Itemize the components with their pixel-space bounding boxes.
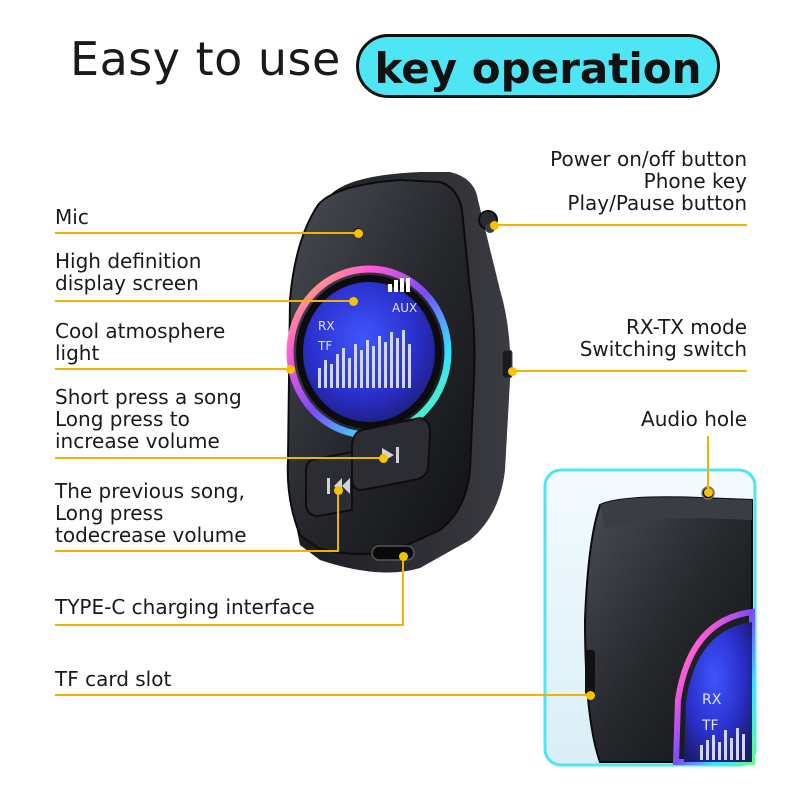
leader-dot-prev bbox=[334, 486, 343, 495]
screen-spectrum-bars bbox=[318, 330, 411, 388]
leader-prev-vertical bbox=[337, 490, 339, 552]
inset-tf-slot bbox=[585, 650, 595, 695]
label-prev-2: Long press bbox=[55, 501, 164, 525]
leader-dot-display bbox=[349, 297, 358, 306]
label-next-1: Short press a song bbox=[55, 385, 242, 409]
leader-dot-next bbox=[379, 454, 388, 463]
label-next-3: increase volume bbox=[55, 429, 220, 453]
leader-prev bbox=[55, 550, 338, 552]
title-highlight-text: key operation bbox=[374, 44, 702, 93]
label-mic: Mic bbox=[55, 205, 89, 229]
label-power-1: Power on/off button bbox=[550, 147, 747, 171]
label-mode-2: Switching switch bbox=[579, 337, 747, 361]
label-power-3: Play/Pause button bbox=[567, 191, 747, 215]
label-light-1: Cool atmosphere bbox=[55, 319, 226, 343]
leader-tf bbox=[55, 694, 590, 696]
label-mode-1: RX-TX mode bbox=[626, 315, 747, 339]
label-next-2: Long press to bbox=[55, 407, 190, 431]
label-display-1: High definition bbox=[55, 249, 202, 273]
label-prev-1: The previous song, bbox=[55, 479, 245, 503]
label-power-2: Phone key bbox=[643, 169, 747, 193]
screen-tf-text: TF bbox=[317, 339, 332, 353]
label-prev-3: todecrease volume bbox=[55, 523, 247, 547]
label-typec: TYPE-C charging interface bbox=[55, 595, 315, 619]
screen-aux-text: AUX bbox=[392, 301, 417, 315]
leader-light bbox=[55, 368, 290, 370]
screen-battery-icon bbox=[388, 278, 410, 292]
leader-display bbox=[55, 300, 353, 302]
inset-rx-text: RX bbox=[702, 692, 722, 708]
label-light-2: light bbox=[55, 341, 100, 365]
page-title: Easy to use bbox=[70, 32, 341, 86]
leader-dot-tf bbox=[586, 691, 595, 700]
leader-mode bbox=[512, 370, 747, 372]
leader-audio bbox=[707, 436, 709, 492]
label-display-2: display screen bbox=[55, 271, 199, 295]
leader-next bbox=[55, 457, 383, 459]
leader-dot-audio bbox=[704, 488, 713, 497]
label-tf: TF card slot bbox=[55, 667, 172, 691]
leader-dot-light bbox=[286, 365, 295, 374]
leader-power bbox=[494, 224, 747, 226]
screen-rx-text: RX bbox=[318, 319, 335, 333]
inset-tf-text: TF bbox=[701, 718, 719, 734]
title-highlight-pill: key operation bbox=[356, 34, 720, 98]
leader-typec bbox=[55, 624, 403, 626]
label-audio: Audio hole bbox=[641, 407, 747, 431]
leader-dot-mic bbox=[354, 229, 363, 238]
leader-dot-typec bbox=[399, 552, 408, 561]
leader-typec-vertical bbox=[402, 556, 404, 626]
leader-dot-mode bbox=[508, 367, 517, 376]
leader-mic bbox=[55, 232, 358, 234]
inset-device bbox=[583, 486, 755, 765]
leader-dot-power bbox=[490, 221, 499, 230]
